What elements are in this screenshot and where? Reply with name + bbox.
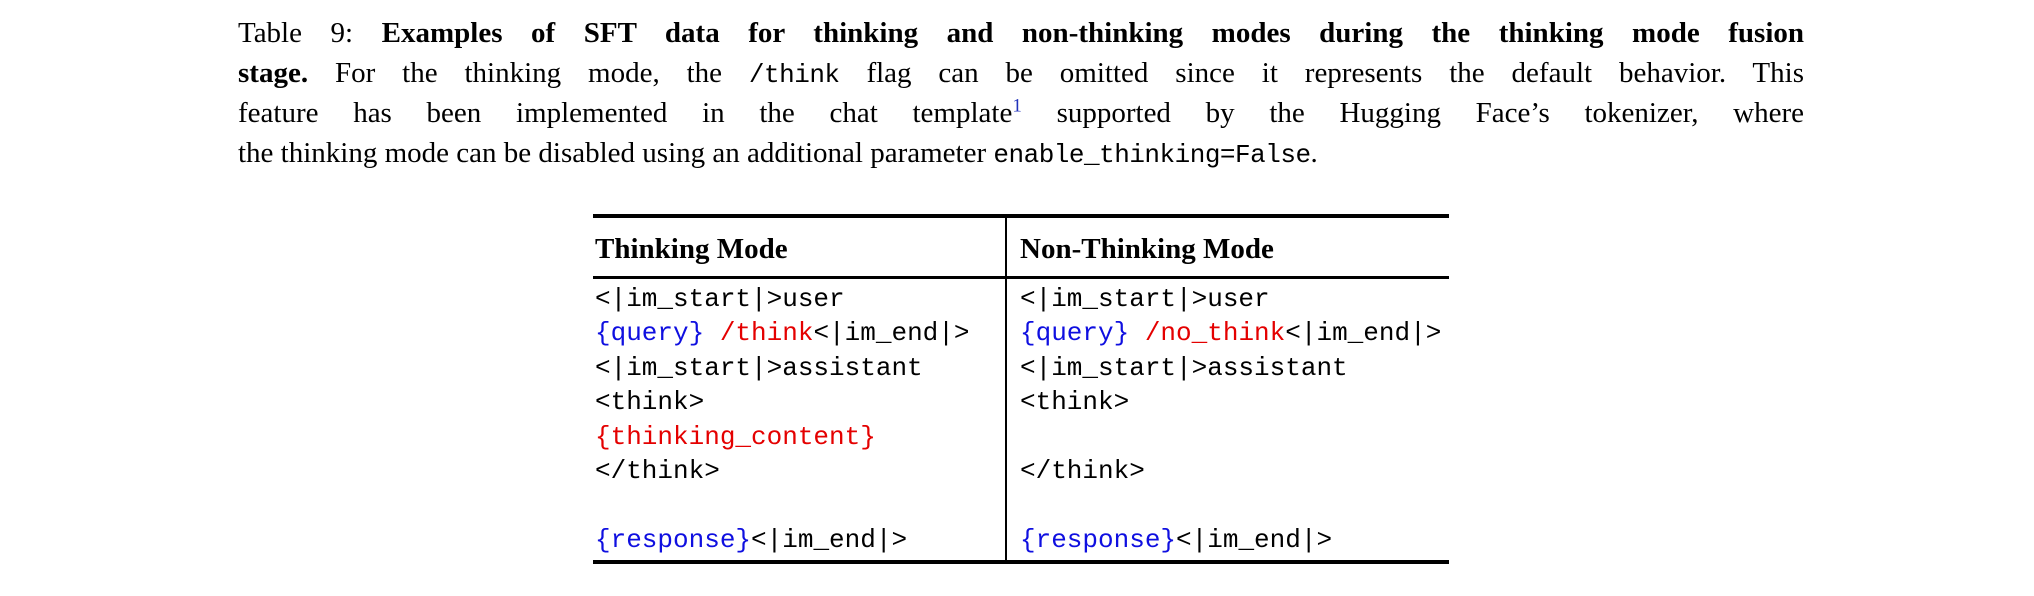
code-segment	[704, 318, 720, 348]
code-line: {thinking_content}	[595, 420, 1005, 454]
code-segment: {query}	[1020, 318, 1130, 349]
caption-line-3: feature has been implemented in the chat…	[238, 93, 1804, 133]
code-line: <|im_start|>user	[595, 282, 1005, 316]
caption-text: feature has been implemented in the chat…	[238, 97, 1013, 129]
table-caption: Table 9: Examples of SFT data for thinki…	[238, 13, 1804, 173]
code-segment: <|im_start|>assistant	[595, 352, 923, 383]
code-segment: <|im_end|>	[813, 318, 970, 349]
caption-line-1: Table 9: Examples of SFT data for thinki…	[238, 13, 1804, 53]
code-segment: <|im_end|>	[1285, 318, 1442, 349]
code-line: </think>	[1020, 454, 1449, 488]
code-line: {query} /think<|im_end|>	[595, 316, 1005, 350]
code-line: <|im_start|>user	[1020, 282, 1449, 316]
footnote-link[interactable]: 1	[1012, 95, 1022, 117]
code-line	[595, 488, 1005, 522]
caption-title-bold: Examples of SFT data for thinking and no…	[381, 17, 1805, 49]
code-segment: <think>	[595, 387, 705, 418]
caption-text: For the thinking mode, the	[308, 57, 749, 89]
table-body: <|im_start|>user{query} /think<|im_end|>…	[593, 279, 1449, 561]
code-segment: <|im_start|>user	[1020, 284, 1270, 314]
column-header-thinking-mode: Thinking Mode	[593, 218, 1007, 276]
code-segment	[1129, 318, 1145, 348]
code-segment: </think>	[1020, 455, 1145, 486]
code-line: {response}<|im_end|>	[1020, 523, 1449, 557]
caption-line-4: the thinking mode can be disabled using …	[238, 133, 1804, 173]
column-header-non-thinking-mode: Non-Thinking Mode	[1020, 233, 1274, 265]
code-segment: <|im_start|>user	[595, 284, 845, 314]
code-line	[1020, 420, 1449, 454]
caption-text: supported by the Hugging Face’s tokenize…	[1021, 97, 1804, 129]
code-segment: {response}	[595, 524, 752, 555]
caption-text: .	[1310, 137, 1318, 169]
enable-thinking-code: enable_thinking=False	[993, 140, 1311, 170]
code-segment: {response}	[1020, 524, 1177, 555]
code-line: {query} /no_think<|im_end|>	[1020, 316, 1449, 350]
code-line: {response}<|im_end|>	[595, 523, 1005, 557]
code-segment: <|im_end|>	[751, 524, 908, 555]
table-header-row: Thinking Mode Non-Thinking Mode	[593, 218, 1449, 276]
code-line: <think>	[1020, 385, 1449, 419]
code-segment: /think	[719, 318, 814, 349]
code-segment: {query}	[595, 318, 705, 349]
code-segment: <|im_end|>	[1176, 524, 1333, 555]
thinking-mode-code-cell: <|im_start|>user{query} /think<|im_end|>…	[593, 279, 1007, 561]
caption-table-number: Table 9:	[238, 17, 382, 49]
code-line: <|im_start|>assistant	[595, 351, 1005, 385]
think-flag-code: /think	[748, 60, 840, 90]
code-line: </think>	[595, 454, 1005, 488]
caption-text: flag can be omitted since it represents …	[839, 57, 1804, 89]
code-segment: /no_think	[1144, 318, 1286, 349]
code-segment: <|im_start|>assistant	[1020, 352, 1348, 383]
code-segment: </think>	[595, 455, 720, 486]
caption-text: the thinking mode can be disabled using …	[238, 137, 994, 169]
code-segment: {thinking_content}	[595, 421, 876, 452]
caption-title-bold-cont: stage.	[238, 57, 309, 89]
sft-examples-table: Thinking Mode Non-Thinking Mode <|im_sta…	[593, 214, 1449, 565]
non-thinking-mode-code-cell: <|im_start|>user{query} /no_think<|im_en…	[1007, 279, 1449, 560]
code-line	[1020, 488, 1449, 522]
code-line: <|im_start|>assistant	[1020, 351, 1449, 385]
caption-line-2: stage. For the thinking mode, the /think…	[238, 53, 1804, 93]
table-midrule	[593, 276, 1449, 279]
code-segment: <think>	[1020, 387, 1130, 418]
code-line: <think>	[595, 385, 1005, 419]
